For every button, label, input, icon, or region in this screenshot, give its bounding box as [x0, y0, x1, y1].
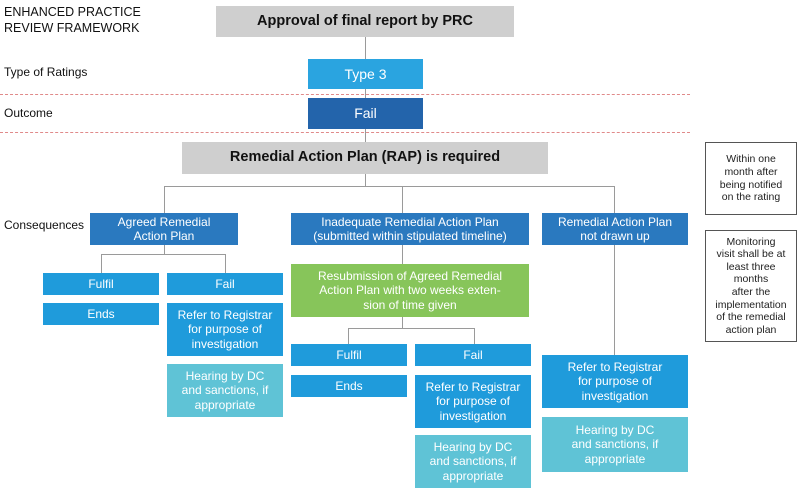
branch-agreed-box: Agreed Remedial Action Plan — [90, 213, 238, 245]
label-type-of-ratings: Type of Ratings — [4, 65, 88, 79]
connector — [402, 186, 403, 213]
notdrawn-hearing-box: Hearing by DC and sanctions, if appropri… — [542, 417, 688, 472]
agreed-fail-box: Fail — [167, 273, 283, 295]
inadequate-hearing-box: Hearing by DC and sanctions, if appropri… — [415, 435, 531, 488]
connector — [402, 317, 403, 328]
outcome-fail-box: Fail — [308, 98, 423, 129]
connector — [101, 254, 225, 255]
note-monitoring-visit: Monitoring visit shall be at least three… — [705, 230, 797, 342]
agreed-hearing-box: Hearing by DC and sanctions, if appropri… — [167, 364, 283, 417]
framework-title-line1: ENHANCED PRACTICE — [4, 5, 141, 19]
rap-required-box: Remedial Action Plan (RAP) is required — [182, 142, 548, 174]
agreed-refer-box: Refer to Registrar for purpose of invest… — [167, 303, 283, 356]
label-outcome: Outcome — [4, 106, 53, 120]
connector — [101, 254, 102, 273]
type-3-box: Type 3 — [308, 59, 423, 89]
connector — [225, 254, 226, 273]
inadequate-refer-box: Refer to Registrar for purpose of invest… — [415, 375, 531, 428]
inadequate-ends-box: Ends — [291, 375, 407, 397]
framework-title-line2: REVIEW FRAMEWORK — [4, 21, 140, 36]
approval-box: Approval of final report by PRC — [216, 6, 514, 37]
inadequate-fulfil-box: Fulfil — [291, 344, 407, 366]
framework-title: ENHANCED PRACTICE REVIEW FRAMEWORK — [4, 4, 141, 37]
resubmission-box: Resubmission of Agreed Remedial Action P… — [291, 264, 529, 317]
agreed-fulfil-box: Fulfil — [43, 273, 159, 295]
connector — [348, 328, 474, 329]
agreed-ends-box: Ends — [43, 303, 159, 325]
connector — [164, 186, 614, 187]
label-consequences: Consequences — [4, 218, 85, 232]
connector — [348, 328, 349, 344]
branch-inadequate-box: Inadequate Remedial Action Plan (submitt… — [291, 213, 529, 245]
branch-notdrawn-box: Remedial Action Plan not drawn up — [542, 213, 688, 245]
inadequate-fail-box: Fail — [415, 344, 531, 366]
connector — [164, 186, 165, 213]
connector — [365, 174, 366, 186]
connector — [474, 328, 475, 344]
separator-ratings — [0, 94, 690, 95]
connector — [614, 186, 615, 213]
connector — [614, 245, 615, 355]
separator-outcome — [0, 132, 690, 133]
connector — [365, 89, 366, 98]
connector — [164, 245, 165, 254]
notdrawn-refer-box: Refer to Registrar for purpose of invest… — [542, 355, 688, 408]
connector — [365, 129, 366, 142]
connector — [402, 245, 403, 264]
note-within-one-month: Within one month after being notified on… — [705, 142, 797, 215]
connector — [365, 37, 366, 59]
